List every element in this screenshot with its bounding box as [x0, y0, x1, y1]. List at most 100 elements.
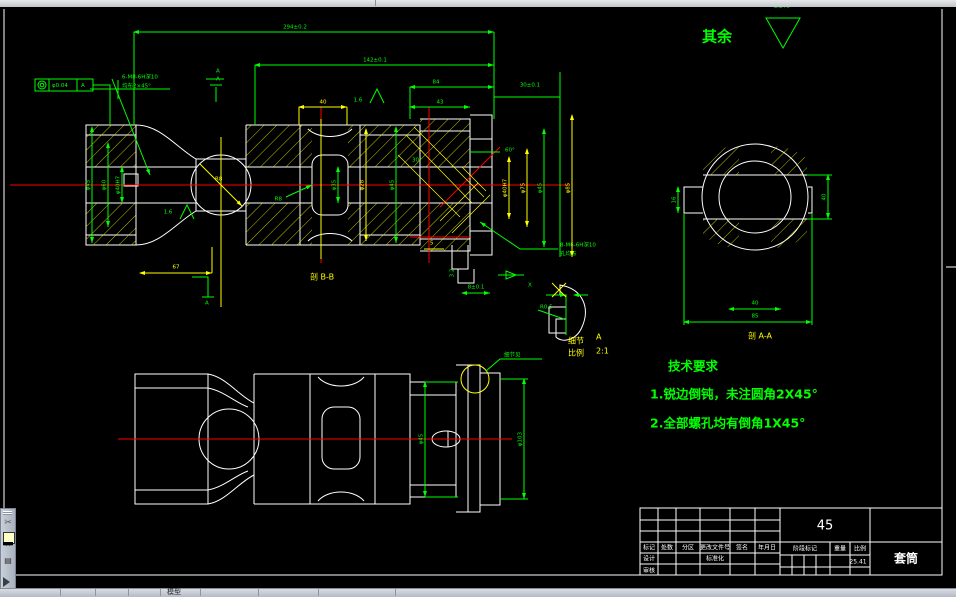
view-detail-a[interactable]: R0.5 细节 A 比例 2:1: [498, 274, 609, 358]
status-cell-0[interactable]: [0, 589, 61, 596]
dim-30-text: 30±0.1: [520, 83, 540, 89]
view-arrow-x-label: X: [528, 283, 532, 289]
dim-phi45-right: φ45: [538, 128, 546, 247]
toolbar-segment-1[interactable]: [0, 0, 376, 6]
technical-requirements: 技术要求 1.锐边倒钝，未注圆角2X45° 2.全部螺孔均有倒角1X45°: [650, 359, 818, 431]
dim-aa-16-text: 16: [672, 196, 678, 203]
note-holes-right[interactable]: 8-M6-6H深10 孔均布: [479, 221, 596, 258]
title-block-scale-value: 25.41: [849, 559, 866, 566]
title-block-material: 45: [817, 519, 834, 534]
dim-294-text: 294±0.2: [283, 25, 307, 31]
dim-8-text: 8±0.1: [468, 285, 485, 291]
surface-note-label: 其余: [702, 28, 733, 46]
dim-aa-40b-text: 40: [752, 301, 759, 307]
rev-header-3: 更改文件号: [700, 544, 730, 552]
dim-phi60-left: φ60: [102, 142, 110, 227]
status-cell-5[interactable]: [201, 589, 259, 596]
detail-a-letter: A: [596, 333, 602, 342]
roughness-symbol-a: 1.6: [354, 87, 385, 104]
dim-aa-40r-text: 40: [822, 193, 828, 200]
gdt-frame[interactable]: φ0.04 A: [34, 78, 111, 125]
dim-84-text: 84: [433, 80, 440, 86]
toolbar-segment-2[interactable]: [376, 0, 956, 6]
datum-flag-top: A: [210, 77, 222, 102]
dim-phi35-mid-text: φ35: [332, 179, 338, 190]
title-block-part-name: 套筒: [893, 551, 918, 566]
view-bottom-elevation[interactable]: 细节见 φ45 φ103: [118, 351, 542, 513]
dim-43: 43: [409, 100, 470, 109]
dim-142: 142±0.1: [254, 58, 494, 125]
view-section-aa[interactable]: 16 40 40 85 剖 A-A: [672, 143, 833, 341]
status-cell-3[interactable]: [129, 589, 161, 596]
status-tab-model[interactable]: 模型: [161, 588, 201, 596]
drawing-canvas[interactable]: φ0.04 A 6-M8-6H深10 均布2×45° 8-M6-6H深10 孔均…: [0, 7, 956, 589]
dim-phi45-left-text: φ45: [86, 179, 92, 190]
dim-phi45-right-text: φ45: [538, 182, 544, 193]
dim-bot-phi45: φ45: [419, 381, 458, 498]
title-block-right-header-2: 比例: [854, 545, 866, 553]
expand-arrow-icon[interactable]: [3, 577, 10, 587]
dim-aa-85-text: 85: [752, 314, 759, 320]
title-block-right-header-1: 重量: [834, 545, 846, 553]
dim-40-top: 40: [298, 100, 348, 125]
dim-3-2: 3.2: [450, 269, 456, 278]
status-cell-2[interactable]: [96, 589, 129, 596]
dim-aa-40-right: 40: [807, 174, 832, 220]
floating-tool-palette[interactable]: ✂ ▤: [0, 508, 16, 592]
angle-centerline: [439, 146, 501, 208]
dim-phi45-mid-text: φ45: [390, 179, 396, 190]
palette-grip[interactable]: [3, 511, 12, 515]
dim-r8-b: R8: [275, 184, 313, 203]
dim-phi85-right: φ85: [566, 114, 574, 257]
status-model-label: 模型: [167, 588, 181, 596]
dim-5-text: 5: [430, 241, 434, 247]
dim-phi28-mid-text: φ28: [360, 179, 366, 190]
status-cell-7[interactable]: [319, 589, 396, 596]
rev-header-5: 年月日: [758, 544, 776, 552]
surface-finish-note: 其余 12.5: [702, 7, 801, 50]
dim-phi40h7-right-text: φ40H7: [503, 178, 509, 197]
detail-callout-label: 细节见: [504, 351, 521, 359]
roughness-a-value: 1.6: [354, 98, 363, 104]
dim-43-text: 43: [437, 100, 444, 106]
dim-142-text: 142±0.1: [363, 58, 387, 64]
bb-angled-hole: [397, 126, 491, 234]
dim-30: 30±0.1: [494, 72, 561, 257]
tech-req-title: 技术要求: [668, 359, 719, 374]
dim-phi45-mid: φ45: [390, 126, 398, 243]
linetype-icon[interactable]: [3, 542, 13, 546]
dim-phi40h7-left: φ40H7: [116, 166, 124, 203]
rev-header-1: 处数: [661, 544, 673, 552]
title-block-left-label-0: 设计: [643, 555, 655, 563]
scissors-icon[interactable]: ✂: [4, 518, 12, 528]
status-bar[interactable]: 模型: [0, 588, 956, 597]
dim-phi45-left: φ45: [86, 126, 94, 243]
dim-aa-16: 16: [672, 186, 680, 213]
title-block[interactable]: 45 套筒 25.41 标记 处数 分区 更改文件号 签名 年月日 设计 审核 …: [639, 507, 943, 576]
note-holes-left[interactable]: 6-M8-6H深10 均布2×45°: [90, 73, 170, 176]
dim-phi35-mid: φ35: [332, 166, 340, 203]
title-block-left-label-1: 审核: [643, 567, 655, 575]
tech-req-line-1: 1.锐边倒钝，未注圆角2X45°: [650, 387, 818, 402]
dim-phi28-mid: φ28: [360, 128, 368, 241]
dim-angle-30: 30°: [412, 158, 422, 164]
dim-bot-phi103: φ103: [500, 378, 528, 500]
dim-angle-30-text: 30°: [412, 158, 422, 164]
dim-phi60-left-text: φ60: [102, 179, 108, 190]
layer-icon[interactable]: ▤: [4, 556, 12, 565]
roughness-symbol-b: 1.6: [164, 203, 195, 220]
view-section-bb[interactable]: [10, 107, 570, 307]
roughness-b-value: 1.6: [164, 210, 173, 216]
note-holes-right-line2: 孔均布: [560, 250, 577, 258]
rev-header-0: 标记: [643, 544, 655, 552]
dim-3-2-text: 3.2: [450, 269, 456, 278]
roughness-triangle-icon: [765, 17, 801, 50]
dim-40-text: 40: [320, 100, 327, 106]
dim-overall-294: 294±0.2: [133, 25, 495, 125]
status-cell-1[interactable]: [61, 589, 96, 596]
dim-phi40h7-right: φ40H7: [503, 156, 511, 219]
dim-aa-85: 85: [683, 213, 813, 325]
status-cell-6[interactable]: [259, 589, 319, 596]
label-section-aa: 剖 A-A: [748, 331, 773, 341]
